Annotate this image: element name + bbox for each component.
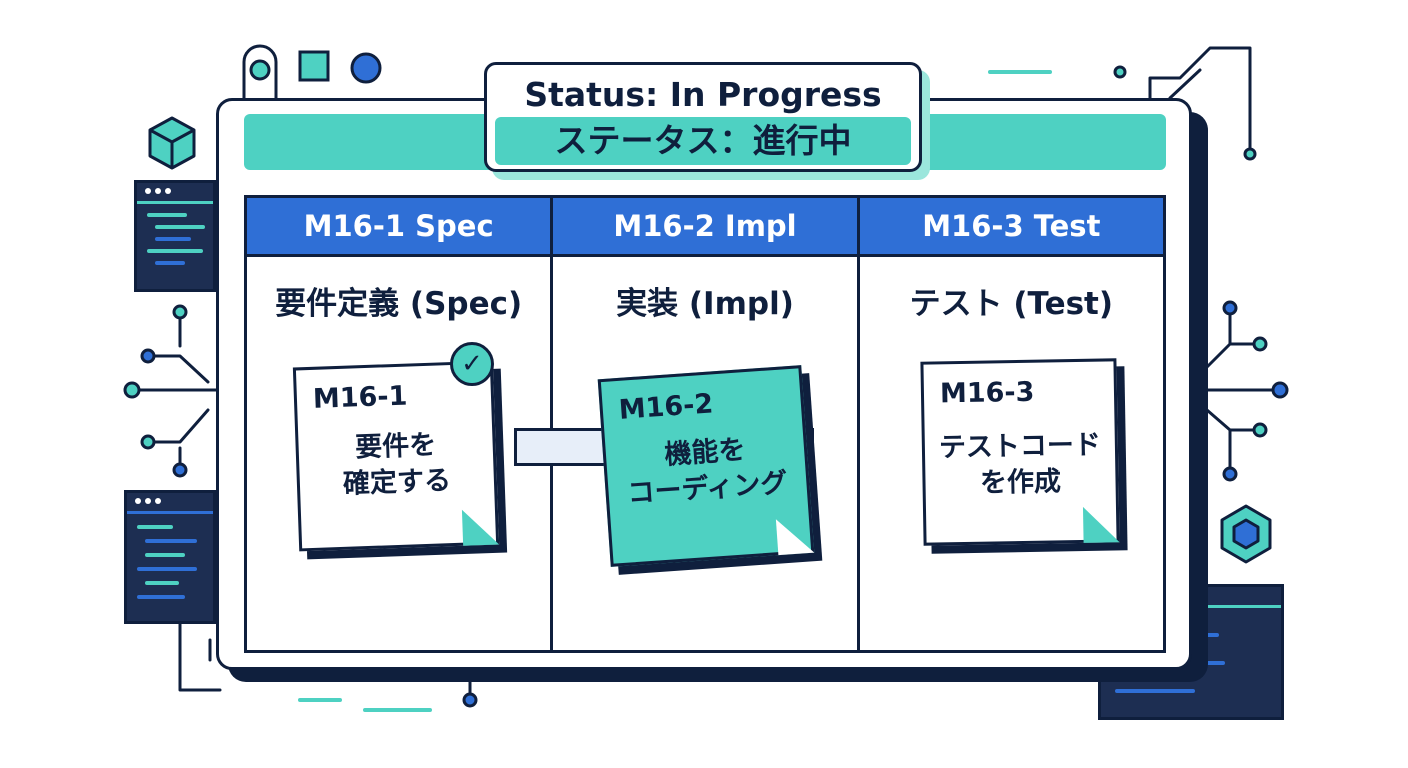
task-card-impl[interactable]: M16-2 機能を コーディング <box>597 365 815 567</box>
column-impl: M16-2 Impl 実装 (Impl) <box>553 198 860 650</box>
check-icon: ✓ <box>450 342 494 386</box>
circuit-node-icon <box>249 59 271 81</box>
page-fold-icon <box>1082 506 1120 543</box>
column-subtitle: テスト (Test) <box>909 286 1114 322</box>
column-spec: M16-1 Spec 要件定義 (Spec) <box>247 198 554 650</box>
column-test: M16-3 Test テスト (Test) <box>859 198 1163 650</box>
task-card-test[interactable]: M16-3 テストコード を作成 <box>920 358 1120 546</box>
cube-icon <box>148 116 196 170</box>
status-badge: Status: In Progress ステータス：進行中 <box>484 62 922 172</box>
card-text: テストコード を作成 <box>938 429 1102 499</box>
column-subtitle: 実装 (Impl) <box>616 286 794 322</box>
status-text-japanese: ステータス：進行中 <box>495 117 911 165</box>
column-header: M16-1 Spec <box>247 198 551 257</box>
column-subtitle: 要件定義 (Spec) <box>275 286 523 322</box>
page-fold-icon <box>461 508 500 546</box>
task-card-spec[interactable]: M16-1 要件を 確定する <box>292 360 500 552</box>
card-text: 機能を コーディング <box>626 434 789 510</box>
column-header: M16-2 Impl <box>553 198 857 257</box>
column-header: M16-3 Test <box>859 198 1163 257</box>
hexagon-icon <box>1220 504 1272 564</box>
kanban-columns: M16-1 Spec 要件定義 (Spec) M16-2 Impl 実装 (Im… <box>244 195 1166 653</box>
status-text-english: Status: In Progress <box>524 75 882 114</box>
card-id: M16-1 <box>312 380 408 415</box>
card-id: M16-3 <box>939 376 1035 410</box>
card-id: M16-2 <box>617 388 715 426</box>
page-fold-icon <box>775 516 815 556</box>
code-window-icon <box>124 490 216 624</box>
code-window-icon <box>134 180 216 292</box>
card-text: 要件を 確定する <box>342 429 452 500</box>
